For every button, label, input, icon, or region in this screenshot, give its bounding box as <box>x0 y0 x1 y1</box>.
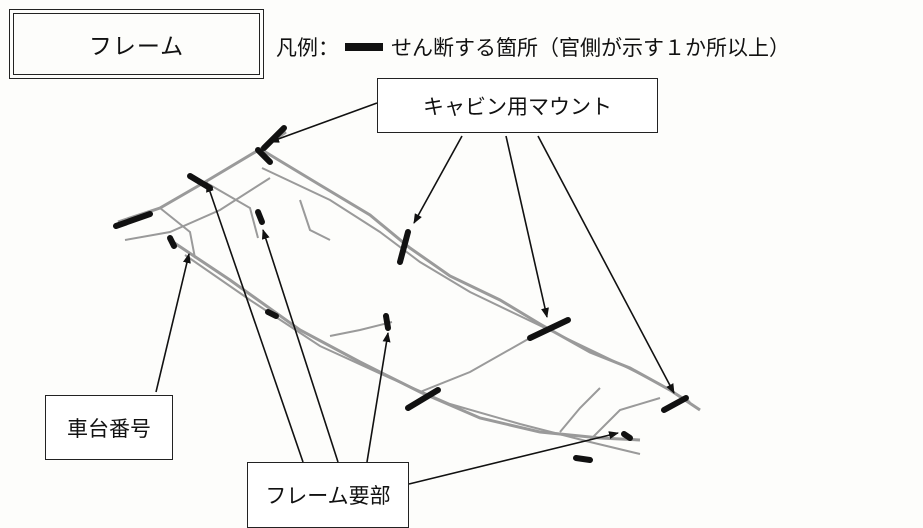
leader-arrows <box>155 102 675 485</box>
cut-marks <box>113 125 689 463</box>
label-cabin-mount-text: キャビン用マウント <box>423 94 612 119</box>
label-frame-main: フレーム要部 <box>247 462 409 528</box>
label-frame-main-text: フレーム要部 <box>265 484 391 508</box>
legend-text: せん断する箇所（官側が示す１か所以上） <box>391 36 790 60</box>
label-vin-text: 車台番号 <box>67 416 151 441</box>
legend: 凡例： せん断する箇所（官側が示す１か所以上） <box>276 32 790 62</box>
legend-cut-mark <box>345 43 383 51</box>
diagram-title: フレーム <box>88 34 185 60</box>
title-box: フレーム <box>9 9 264 79</box>
label-vin: 車台番号 <box>45 395 173 460</box>
label-cabin-mount: キャビン用マウント <box>377 78 658 133</box>
legend-prefix: 凡例： <box>276 36 339 60</box>
